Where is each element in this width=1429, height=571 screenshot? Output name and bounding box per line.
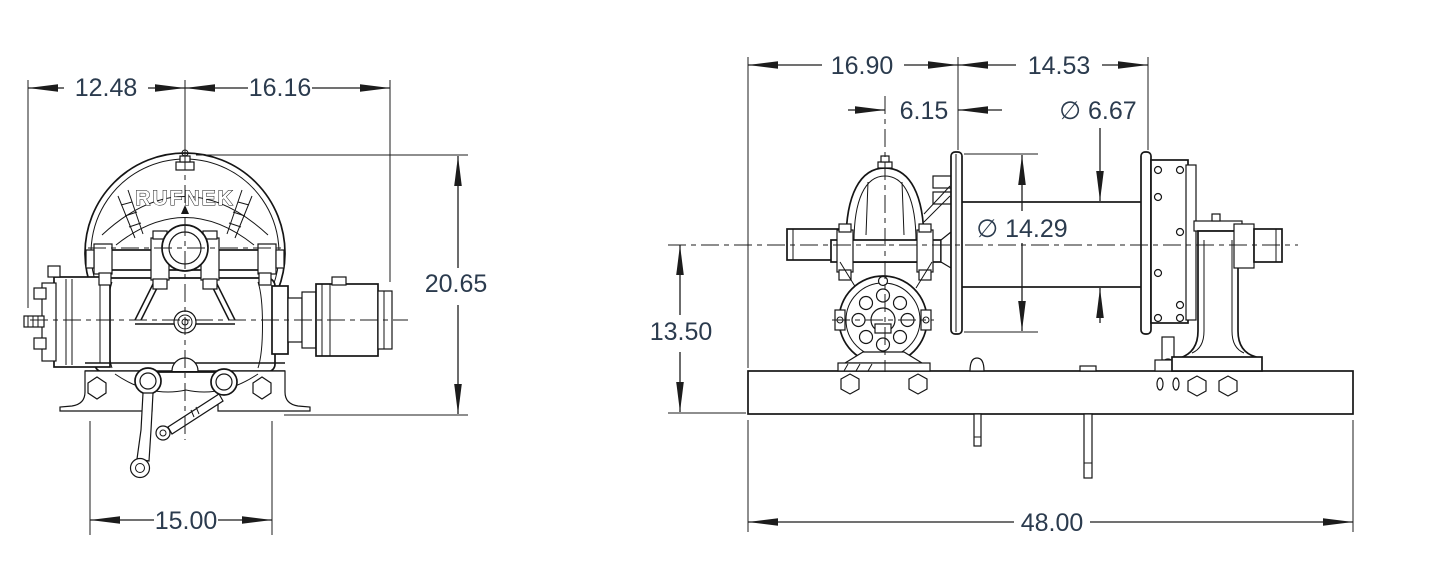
- dim-base-width: 15.00: [155, 507, 218, 535]
- base-frame: [747, 357, 1354, 479]
- dim-left-offset: 12.48: [75, 74, 138, 102]
- hydraulic-motor: [271, 276, 393, 357]
- cable-drum: [950, 151, 1189, 372]
- brake-drum: [834, 275, 932, 372]
- dim-overall-length: 48.00: [1021, 509, 1084, 537]
- anchor-rods: [969, 357, 1097, 479]
- dim-barrel-diameter: ∅ 6.67: [1059, 97, 1136, 125]
- brake-levers: [114, 367, 259, 479]
- brake-cylinder: [23, 265, 111, 368]
- dim-centerline-offset: 6.15: [900, 97, 949, 125]
- mounting-feet: [59, 362, 311, 412]
- dim-gear-end-length: 16.90: [831, 52, 894, 80]
- brand-label: RUFNEK: [135, 187, 235, 210]
- front-dimensions: 12.48 16.16 20.65 15.00: [27, 74, 488, 535]
- side-dimensions: 16.90 14.53 6.15 ∅ 6.67 ∅ 14.29 13.50 48…: [650, 52, 1354, 537]
- dim-drum-section-length: 14.53: [1028, 52, 1091, 80]
- side-view: 16.90 14.53 6.15 ∅ 6.67 ∅ 14.29 13.50 48…: [650, 52, 1354, 537]
- flange-plate: [1150, 159, 1189, 324]
- dim-right-offset: 16.16: [249, 74, 312, 102]
- gear-housing-side: [830, 155, 952, 289]
- front-view: RUFNEK: [23, 74, 488, 535]
- dim-overall-height: 20.65: [425, 270, 488, 298]
- drum-flange-right: [1140, 151, 1152, 335]
- dim-centerline-height: 13.50: [650, 318, 713, 346]
- drum-shaft-hub: [161, 205, 209, 272]
- bearing-pedestal: [1171, 164, 1283, 372]
- dim-flange-diameter: ∅ 14.29: [976, 215, 1067, 243]
